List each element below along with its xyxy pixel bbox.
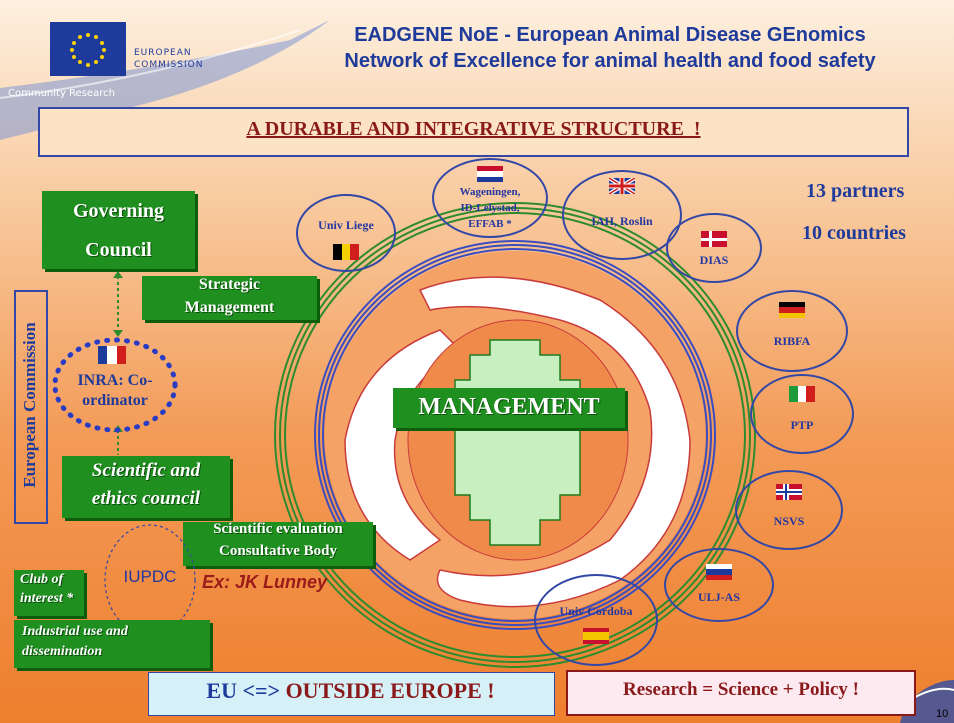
industrial-line1: Industrial use and <box>22 624 128 639</box>
partner-wageningen-line2: ID-Lelystad, <box>460 202 520 214</box>
research-text: Research = Science + Policy ! <box>622 679 860 700</box>
partner-iah-roslin: IAH, Roslin <box>562 170 682 260</box>
research-box <box>566 670 916 716</box>
partner-univ-cordoba: Univ Cordoba <box>534 574 658 666</box>
france-flag-icon <box>98 346 126 364</box>
eu-flag-logo <box>50 22 126 76</box>
eu-outside-text: EU <=> OUTSIDE EUROPE ! <box>148 678 553 704</box>
partner-wageningen-line3: EFFAB * <box>468 218 512 230</box>
partner-dias-label: DIAS <box>699 253 729 267</box>
industrial-box <box>14 620 210 668</box>
strategic-management-box <box>142 276 317 320</box>
netherlands-flag-icon <box>477 166 503 182</box>
industrial-line2: dissemination <box>22 644 103 659</box>
governing-council-box <box>42 191 195 269</box>
inra-line2: ordinator <box>82 392 148 409</box>
logo-community-research: Community Research <box>8 88 115 99</box>
partner-ulj-as: ULJ-AS <box>664 548 774 622</box>
governing-council-line1: Governing <box>72 200 165 222</box>
eu-outside-prefix: EU <=> <box>206 678 286 703</box>
partner-univ-liege-label: Univ Liege <box>318 218 374 232</box>
partner-iah-roslin-label: IAH, Roslin <box>591 214 653 228</box>
subtitle-box <box>38 107 909 157</box>
stat-partners: 13 partners <box>806 180 905 202</box>
scientific-ethics-line1: Scientific and <box>91 460 201 481</box>
scientific-ethics-box <box>62 456 230 518</box>
partner-wageningen-line1: Wageningen, <box>459 186 521 198</box>
partner-nsvs-label: NSVS <box>773 514 805 528</box>
stat-countries: 10 countries <box>802 222 906 244</box>
club-interest-line1: Club of <box>20 572 64 587</box>
norway-flag-icon <box>776 484 802 500</box>
partner-univ-cordoba-label: Univ Cordoba <box>559 604 633 618</box>
belgium-flag-icon <box>333 244 360 260</box>
germany-flag-icon <box>779 302 805 318</box>
sci-eval-line2: Consultative Body <box>219 543 337 559</box>
governing-council-line2: Council <box>85 239 152 261</box>
management-label: MANAGEMENT <box>418 394 600 420</box>
management-box <box>393 388 625 428</box>
partner-nsvs: NSVS <box>735 470 843 550</box>
strategic-management-line2: Management <box>184 299 275 316</box>
header-title-2: Network of Excellence for animal health … <box>344 50 876 72</box>
partner-ribfa: RIBFA <box>736 290 848 372</box>
sci-eval-box <box>183 522 373 566</box>
strategic-management-line1: Strategic <box>198 276 261 293</box>
club-interest-line2: interest * <box>20 591 74 606</box>
eu-outside-highlight: OUTSIDE EUROPE ! <box>285 678 495 703</box>
european-commission-box <box>14 290 48 524</box>
logo-text-commission: COMMISSION <box>134 60 204 70</box>
partner-ribfa-label: RIBFA <box>773 334 811 348</box>
uk-flag-icon <box>609 178 635 194</box>
slovenia-flag-icon <box>706 564 732 580</box>
partner-ptp: PTP <box>750 374 854 454</box>
italy-flag-icon <box>789 386 816 402</box>
sci-eval-line1: Scientific evaluation <box>213 521 343 537</box>
partner-wageningen: Wageningen, ID-Lelystad, EFFAB * <box>432 158 548 238</box>
partner-univ-liege: Univ Liege <box>296 194 396 272</box>
spain-flag-icon <box>583 628 609 644</box>
partner-ptp-label: PTP <box>790 418 814 432</box>
eu-outside-box <box>148 672 555 716</box>
scientific-ethics-line2: ethics council <box>91 488 201 509</box>
club-interest-box <box>14 570 84 616</box>
inra-line1: INRA: Co- <box>77 372 153 389</box>
subtitle-text: A DURABLE AND INTEGRATIVE STRUCTURE ! <box>246 118 701 140</box>
partner-ulj-as-label: ULJ-AS <box>697 590 740 604</box>
header-title-1: EADGENE NoE - European Animal Disease GE… <box>354 24 866 46</box>
iupdc-label: IUPDC <box>123 567 177 586</box>
logo-text-european: EUROPEAN <box>134 48 192 58</box>
example-lunney: Ex: JK Lunney <box>202 572 328 592</box>
eu-stars-icon <box>70 33 106 67</box>
denmark-flag-icon <box>701 231 727 247</box>
page-number: 10 <box>936 708 949 720</box>
partner-dias: DIAS <box>666 213 762 283</box>
